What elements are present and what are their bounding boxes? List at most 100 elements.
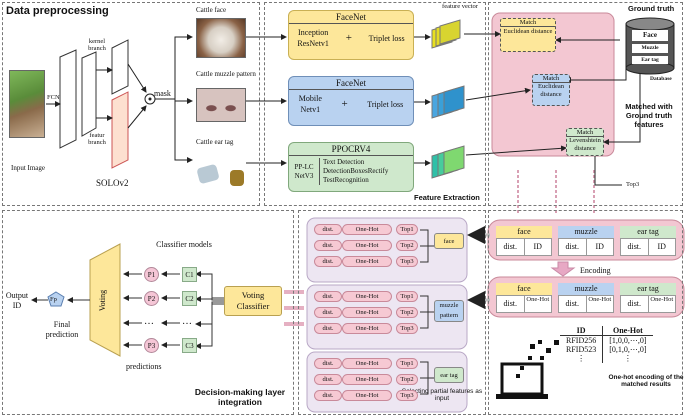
select-rank: Top3: [396, 323, 418, 334]
crop-muzzle-label: Cattle muzzle pattern: [196, 70, 256, 78]
select-rank: Top2: [396, 240, 418, 251]
feature-vector-label: feature vector: [442, 3, 478, 10]
select-dist: dist.: [314, 240, 342, 251]
table-header-id: ID: [560, 326, 603, 336]
classifier-node: C2: [182, 291, 197, 306]
select-rank: Top1: [396, 358, 418, 369]
encoding-name: ear tag: [620, 283, 676, 295]
encoding-value: One-Hot: [588, 296, 612, 303]
select-onehot: One-Hot: [342, 291, 392, 302]
table-row: RFID256[1,0,0,⋯,0]: [560, 335, 653, 345]
encoding-value: ID: [533, 242, 542, 251]
kernel-branch-label: kernel branch: [88, 38, 106, 52]
encoding-1-cell-0: face dist. ID: [496, 226, 552, 256]
facenet2-plus: +: [341, 97, 348, 110]
classifier-node: C1: [182, 267, 197, 282]
select-onehot: One-Hot: [342, 224, 392, 235]
db-label: Database: [650, 76, 672, 82]
facenet2-title: FaceNet: [289, 77, 413, 90]
fp-pentagon: [47, 291, 65, 307]
select-rank: Top2: [396, 307, 418, 318]
encoding-name: muzzle: [558, 226, 614, 238]
eartag-piece-2: [230, 170, 244, 186]
select-group-label-2: ear tag: [434, 367, 464, 383]
laptop-icon: [496, 340, 559, 399]
predictions-label: predictions: [126, 362, 162, 371]
facenet1-plus: +: [345, 31, 352, 44]
onehot-results-title: One-hot encoding of the matched results: [608, 374, 684, 388]
ocr-title: PPOCRV4: [289, 143, 413, 156]
prediction-node: P1: [144, 267, 159, 282]
preprocessing-title: Data preprocessing: [6, 5, 109, 17]
select-onehot: One-Hot: [342, 390, 392, 401]
classifier-node: …: [182, 316, 192, 327]
kernel-block: [111, 39, 129, 95]
voting-label: Voting: [98, 289, 108, 312]
encoding-panel: [488, 210, 683, 415]
encoding-name: face: [496, 283, 552, 295]
facenet1-title: FaceNet: [289, 11, 413, 24]
crop-muzzle-image: [196, 88, 246, 122]
select-rank: Top3: [396, 256, 418, 267]
crop-eartag-label: Cattle ear tag: [196, 138, 234, 146]
facenet1-loss: Triplet loss: [368, 33, 405, 43]
match-box-3: Match Levenshtein distance: [566, 128, 604, 156]
select-group-label-0: face: [434, 233, 464, 249]
encoding-name: ear tag: [620, 226, 676, 238]
fcn-label: FCN: [47, 94, 60, 101]
onehot-table: ID One-Hot RFID256[1,0,0,⋯,0] RFID523[0,…: [560, 326, 653, 363]
top3-label: Top3: [626, 181, 640, 188]
output-id-label: Output ID: [5, 291, 29, 310]
encoding-arrow: [550, 261, 576, 277]
fcn-block-1: [59, 49, 77, 149]
encoding-value: One-Hot: [650, 296, 674, 303]
ground-truth-title: Ground truth: [628, 4, 675, 13]
vector-stack-2: [431, 85, 465, 119]
encoding-2-cell-2: ear tag dist. One-Hot: [620, 283, 676, 313]
matching-panel: [488, 2, 683, 206]
match-box-1: Match Euclidean distance: [500, 18, 556, 52]
encoding-dist: dist.: [559, 239, 587, 255]
db-eartag: Ear tag: [641, 57, 659, 63]
db-face: Face: [643, 31, 657, 39]
encoding-dist: dist.: [621, 296, 649, 312]
classifier-node: C3: [182, 338, 197, 353]
classifier-models-label: Classifier models: [156, 240, 212, 249]
vector-stack-1: [431, 19, 461, 49]
fp-label: Fp: [50, 296, 57, 303]
database-icon: [625, 17, 675, 75]
facenet2-loss: Triplet loss: [367, 99, 404, 109]
table-row: ⋮⋮: [560, 354, 653, 363]
crop-face-image: [196, 18, 246, 58]
crop-face-label: Cattle face: [196, 6, 227, 14]
select-dist: dist.: [314, 323, 342, 334]
select-dist: dist.: [314, 390, 342, 401]
select-onehot: One-Hot: [342, 374, 392, 385]
encoding-name: muzzle: [558, 283, 614, 295]
table-header-onehot: One-Hot: [602, 326, 653, 336]
encoding-label: Encoding: [580, 266, 611, 275]
select-dist: dist.: [314, 224, 342, 235]
vector-stack-3: [431, 145, 465, 179]
prediction-node: P3: [144, 338, 159, 353]
voting-shape: [89, 243, 121, 357]
select-dist: dist.: [314, 374, 342, 385]
selecting-panel: [298, 210, 486, 415]
encoding-dist: dist.: [497, 296, 525, 312]
encoding-2-cell-0: face dist. One-Hot: [496, 283, 552, 313]
encoding-value: ID: [657, 242, 666, 251]
input-image: [9, 70, 45, 138]
input-image-label: Input Image: [10, 164, 45, 172]
select-onehot: One-Hot: [342, 256, 392, 267]
feature-extraction-title: Feature Extraction: [414, 193, 480, 202]
matched-title: Matched with Ground truth features: [625, 102, 673, 129]
select-dist: dist.: [314, 291, 342, 302]
solo-label: SOLOv2: [96, 178, 129, 188]
select-dist: dist.: [314, 358, 342, 369]
table-row: RFID523[0,1,0,⋯,0]: [560, 345, 653, 354]
